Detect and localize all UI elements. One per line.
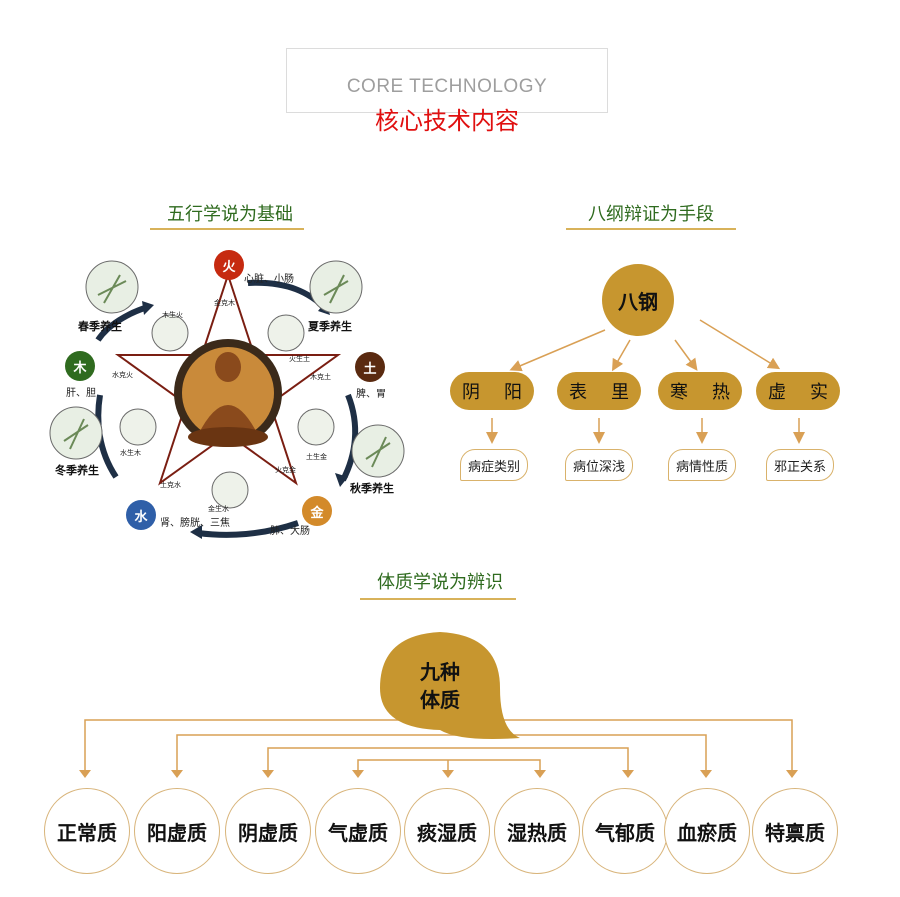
wuxing-diagram (49, 260, 405, 539)
element-water-seal: 水 (126, 500, 156, 530)
tizhi-title-underline (360, 598, 516, 600)
bagang-sub-2: 病位深浅 (565, 449, 633, 481)
relation-metal-wood: 金克木 (214, 299, 235, 307)
bagang-pair-b: 阳 (504, 382, 522, 403)
element-wood-organs: 肝、胆 (66, 388, 96, 399)
element-water-organs: 肾、膀胱、三焦 (160, 518, 230, 529)
relation-earth-metal: 土生金 (306, 453, 327, 461)
tizhi-center-bubble-shape (380, 632, 520, 739)
bagang-center-bubble: 八钢 (602, 264, 674, 336)
tizhi-section-title: 体质学说为辨识 (377, 572, 503, 593)
header-title-en: CORE TECHNOLOGY (346, 76, 548, 97)
bagang-pair-biao-li: 表 里 (557, 372, 641, 410)
bagang-pair-a: 表 (569, 382, 587, 403)
element-wood-seal: 木 (65, 351, 95, 381)
relation-fire-earth: 火生土 (289, 355, 310, 363)
bagang-pair-a: 寒 (670, 382, 688, 403)
bagang-pair-yin-yang: 阴 阳 (450, 372, 534, 410)
cycle-arc-earth-metal (340, 393, 359, 482)
bagang-title-underline (566, 228, 736, 230)
bagang-connectors (486, 319, 805, 444)
constitution-item-7: 气郁质 (582, 788, 668, 874)
bagang-pair-a: 阴 (462, 382, 480, 403)
wuxing-section-title: 五行学说为基础 (167, 204, 293, 225)
tizhi-connectors (79, 632, 798, 778)
relation-metal-water: 金生水 (208, 505, 229, 513)
constitution-item-4: 气虚质 (315, 788, 401, 874)
season-spring: 春季养生 (78, 320, 122, 333)
element-fire-organs: 心脏、小肠 (244, 274, 294, 285)
relation-wood-fire: 木生火 (162, 311, 183, 319)
relation-wood-earth: 木克土 (310, 373, 331, 381)
cycle-arc-wood-fire (95, 304, 149, 342)
relation-fire-metal: 火克金 (275, 466, 296, 474)
element-fire-seal: 火 (214, 250, 244, 280)
constitution-item-8: 血瘀质 (664, 788, 750, 874)
element-metal-seal: 金 (302, 496, 332, 526)
constitution-item-2: 阳虚质 (134, 788, 220, 874)
season-autumn: 秋季养生 (350, 482, 394, 495)
bagang-pair-b: 热 (712, 382, 730, 403)
element-earth-seal: 土 (355, 352, 385, 382)
bagang-pair-xu-shi: 虚 实 (756, 372, 840, 410)
constitution-item-6: 湿热质 (494, 788, 580, 874)
constitution-item-9: 特禀质 (752, 788, 838, 874)
tizhi-center-line2: 体质 (420, 688, 460, 712)
bagang-pair-b: 实 (810, 382, 828, 403)
bagang-sub-1: 病症类别 (460, 449, 528, 481)
constitution-item-3: 阴虚质 (225, 788, 311, 874)
figure-head (215, 352, 241, 382)
tizhi-center-line1: 九种 (420, 660, 460, 684)
wuxing-title-underline (150, 228, 304, 230)
constitution-item-1: 正常质 (44, 788, 130, 874)
element-earth-organs: 脾、胃 (356, 389, 386, 400)
bagang-pair-a: 虚 (768, 382, 786, 403)
relation-water-fire: 水克火 (112, 371, 133, 379)
relation-water-wood: 水生木 (120, 449, 141, 457)
bagang-sub-4: 邪正关系 (766, 449, 834, 481)
relation-earth-water: 土克水 (160, 481, 181, 489)
figure-body (198, 405, 258, 435)
tizhi-center-label: 九种 体质 (400, 658, 480, 714)
cycle-arc-metal-water (197, 520, 299, 538)
bagang-sub-3: 病情性质 (668, 449, 736, 481)
bagang-section-title: 八纲辩证为手段 (588, 204, 714, 225)
header-frame (286, 48, 608, 113)
bagang-pair-b: 里 (611, 382, 629, 403)
header-title-cn: 核心技术内容 (375, 107, 519, 135)
constitution-item-5: 痰湿质 (404, 788, 490, 874)
season-winter: 冬季养生 (55, 464, 99, 477)
season-summer: 夏季养生 (308, 320, 352, 333)
element-metal-organs: 肺、大肠 (270, 526, 310, 537)
bagang-pair-han-re: 寒 热 (658, 372, 742, 410)
